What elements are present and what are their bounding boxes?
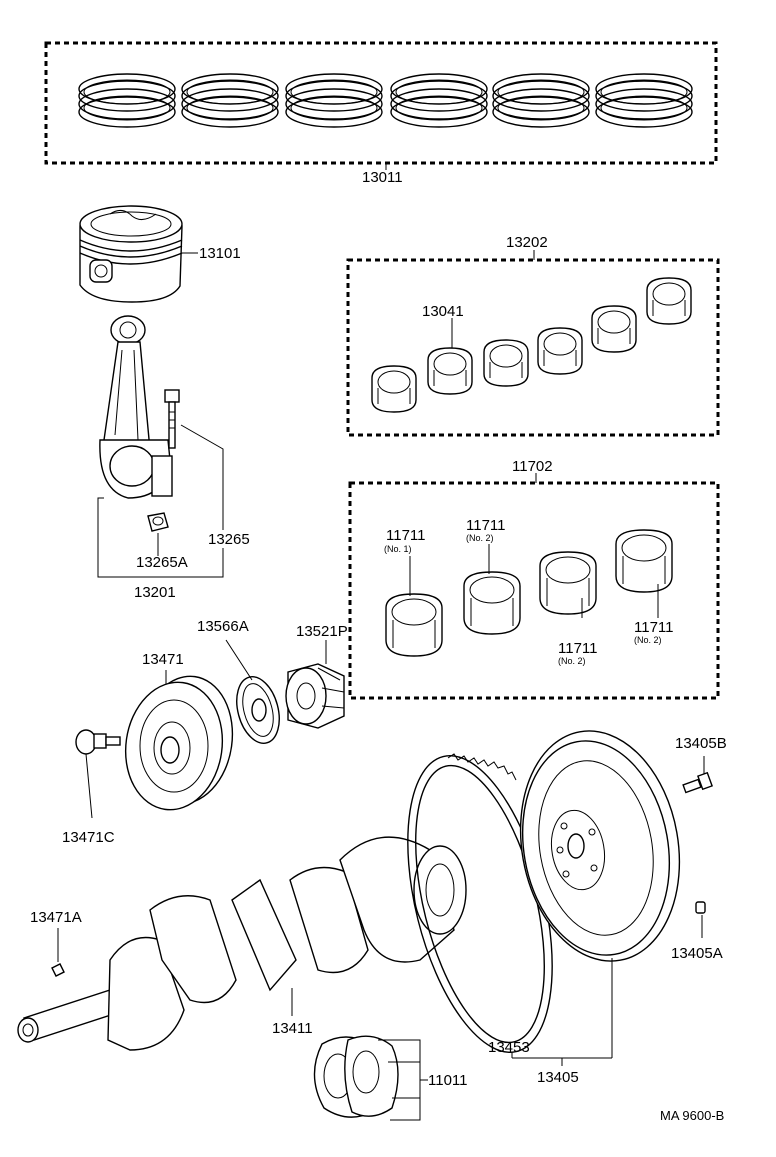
main-bearing-no2-a-note: (No. 2)	[466, 533, 494, 543]
diagram-code: MA 9600-B	[660, 1108, 724, 1123]
part-label-main-bearing-no2-a: 11711	[466, 517, 506, 534]
crank-pulley: 13471	[124, 651, 234, 811]
main-bearing-no1-note: (No. 1)	[384, 544, 412, 554]
part-label-flywheel-bolt: 13405B	[675, 735, 727, 752]
part-label-main-bearing-no2-b: 11711	[558, 640, 598, 657]
part-label-rod: 13201	[134, 584, 176, 601]
part-label-main-bearing-no1: 11711	[386, 527, 426, 544]
part-label-rod-bolt: 13265	[208, 531, 250, 548]
drive-gear-washer: 13566A	[197, 618, 280, 744]
rod-bearing-set: 13202 13041	[346, 234, 720, 437]
part-label-flywheel-pin: 13405A	[671, 945, 723, 962]
part-label-pulley-bolt: 13471C	[62, 829, 115, 846]
part-label-main-bearing-no2-c: 11711	[634, 619, 674, 636]
part-label-pulley: 13471	[142, 651, 184, 668]
part-label-crankshaft: 13411	[272, 1020, 313, 1037]
part-label-timing-gear: 13521P	[296, 623, 348, 640]
crankshaft: 13411	[17, 836, 467, 1051]
key: 13471A	[30, 909, 82, 977]
thrust-washers: 11011	[313, 1035, 468, 1121]
crank-pulley-bolt: 13471C	[62, 729, 121, 846]
piston: 13101	[79, 205, 241, 303]
part-label-ring-gear: 13453	[488, 1039, 530, 1056]
part-label-piston: 13101	[199, 245, 241, 262]
part-label-washer: 13566A	[197, 618, 249, 635]
timing-gear: 13521P	[285, 623, 348, 729]
part-label-rod-nut: 13265A	[136, 554, 188, 571]
main-bearing-no2-b-note: (No. 2)	[558, 656, 586, 666]
part-label-rings: 13011	[362, 169, 403, 186]
flywheel-bolt: 13405B	[675, 735, 727, 794]
part-label-flywheel: 13405	[537, 1069, 579, 1086]
piston-rings-group: 13011	[44, 41, 718, 186]
flywheel: 13405	[512, 730, 681, 1086]
part-label-rod-bearing: 13041	[422, 303, 464, 320]
main-bearing-no2-c-note: (No. 2)	[634, 635, 662, 645]
part-label-rod-bearing-set: 13202	[506, 234, 548, 251]
main-bearing-set: 11702 11711 (No. 1) 11711 (No. 2) 11711 …	[348, 458, 720, 700]
connecting-rod: 13265 13265A 13201	[97, 315, 250, 601]
part-label-main-bearing-set: 11702	[512, 458, 553, 475]
part-label-key: 13471A	[30, 909, 82, 926]
part-label-thrust-washer: 11011	[428, 1072, 468, 1089]
flywheel-pin: 13405A	[671, 901, 723, 962]
